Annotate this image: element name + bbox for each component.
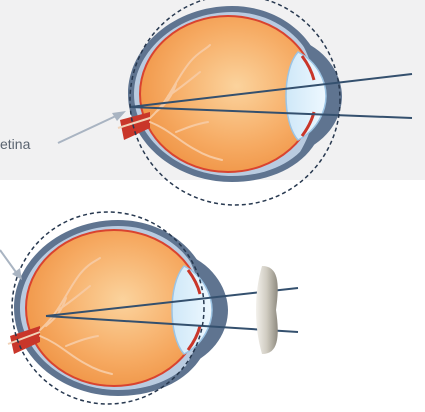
retina-label: etina bbox=[0, 136, 30, 152]
corrective-lens bbox=[256, 266, 278, 354]
